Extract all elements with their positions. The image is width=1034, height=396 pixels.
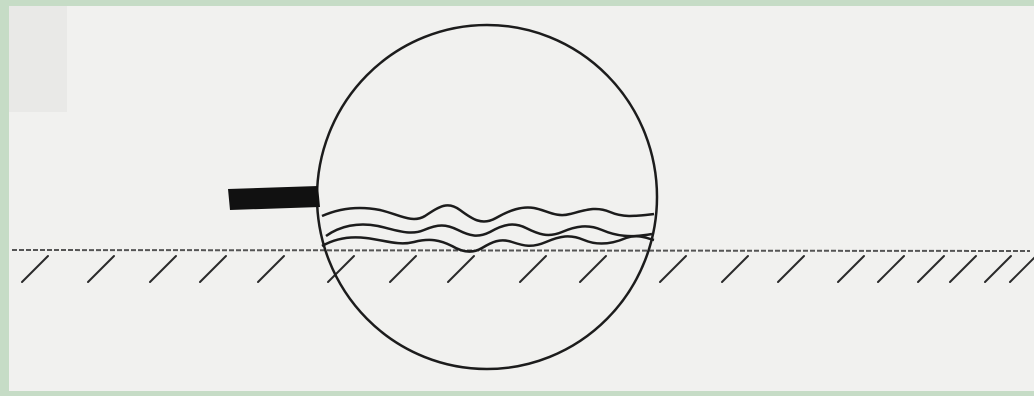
wavy-line-2 [326, 224, 652, 236]
hatch-mark [722, 256, 748, 282]
hatch-mark [448, 256, 474, 282]
hatch-mark [878, 256, 904, 282]
hatch-mark [258, 256, 284, 282]
wavy-line-1 [322, 205, 654, 221]
ground-hatching [22, 256, 1034, 282]
hatch-mark [985, 256, 1011, 282]
hatch-mark [918, 256, 944, 282]
hatch-mark [150, 256, 176, 282]
hatch-mark [660, 256, 686, 282]
hatch-mark [580, 256, 606, 282]
hatch-mark [520, 256, 546, 282]
pointer-bar [228, 186, 320, 210]
hatch-mark [778, 256, 804, 282]
hatch-mark [22, 256, 48, 282]
hatch-mark [390, 256, 416, 282]
hatch-mark [838, 256, 864, 282]
hatch-mark [1010, 256, 1034, 282]
circle [317, 25, 657, 369]
hatch-mark [88, 256, 114, 282]
wavy-line-3 [322, 236, 654, 251]
hatch-mark [200, 256, 226, 282]
ground-line [12, 250, 1030, 251]
wavy-lines [322, 205, 654, 251]
hatch-mark [950, 256, 976, 282]
